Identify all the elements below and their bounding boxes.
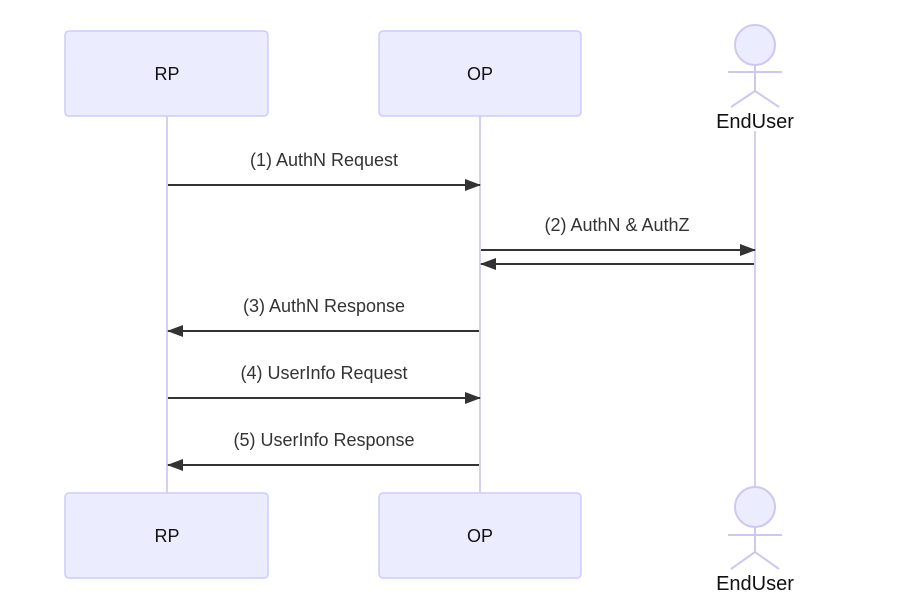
participant-box-rp-top bbox=[64, 30, 269, 117]
message-5-label: (5) UserInfo Response bbox=[233, 430, 414, 450]
message-2-label: (2) AuthN & AuthZ bbox=[544, 215, 689, 235]
participant-op-bottom: OP bbox=[378, 492, 582, 579]
participant-label-op-top: OP bbox=[467, 64, 493, 84]
message-2: (2) AuthN & AuthZ bbox=[480, 215, 756, 270]
participant-rp-top: RP bbox=[64, 30, 269, 117]
message-4-label: (4) UserInfo Request bbox=[240, 363, 407, 383]
participant-box-op-bottom bbox=[378, 492, 582, 579]
participant-box-rp-bottom bbox=[64, 492, 269, 579]
actor-enduser-bottom: EndUser bbox=[716, 486, 794, 595]
message-4: (4) UserInfo Request bbox=[168, 363, 481, 404]
actor-enduser-top: EndUser bbox=[716, 24, 794, 133]
participant-label-rp-bottom: RP bbox=[154, 526, 179, 546]
message-3-label: (3) AuthN Response bbox=[243, 296, 405, 316]
message-1-label: (1) AuthN Request bbox=[250, 150, 398, 170]
actor-label-enduser-bottom: EndUser bbox=[716, 573, 794, 595]
participant-rp-bottom: RP bbox=[64, 492, 269, 579]
participant-op-top: OP bbox=[378, 30, 582, 117]
participant-box-op-top bbox=[378, 30, 582, 117]
participant-label-rp-top: RP bbox=[154, 64, 179, 84]
message-3: (3) AuthN Response bbox=[167, 296, 479, 337]
message-5: (5) UserInfo Response bbox=[167, 430, 479, 471]
actor-legs-icon bbox=[730, 550, 780, 570]
actor-label-enduser-top: EndUser bbox=[716, 111, 794, 133]
message-1: (1) AuthN Request bbox=[168, 150, 481, 191]
actor-head-icon bbox=[734, 24, 776, 66]
participant-label-op-bottom: OP bbox=[467, 526, 493, 546]
actor-legs-icon bbox=[730, 89, 780, 108]
actor-head-icon bbox=[734, 486, 776, 528]
